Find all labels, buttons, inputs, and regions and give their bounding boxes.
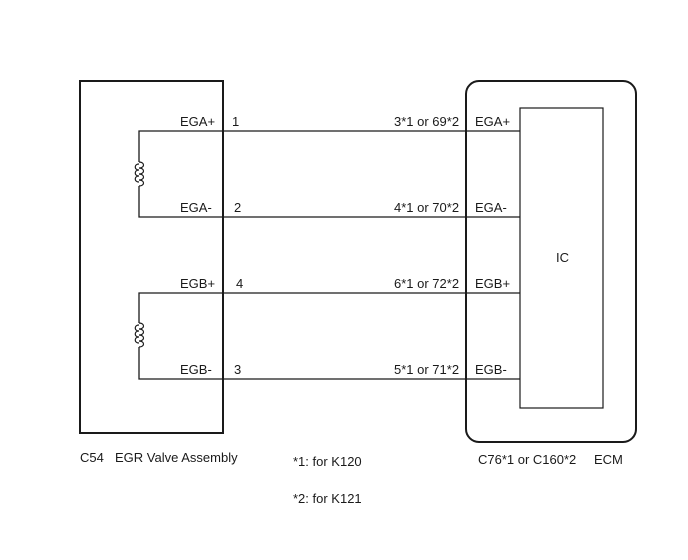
right-label-egb-minus: EGB- [475,362,507,377]
left-pin-3: 3 [234,362,241,377]
right-label-egb-plus: EGB+ [475,276,510,291]
ic-label: IC [556,250,569,265]
left-label-egb-minus: EGB- [180,362,212,377]
right-connector-code: C76*1 or C160*2 [478,452,576,467]
left-component-name: EGR Valve Assembly [115,450,238,465]
right-label-ega-plus: EGA+ [475,114,510,129]
right-label-ega-minus: EGA- [475,200,507,215]
coil-a-icon [133,161,145,187]
left-connector-code: C54 [80,450,104,465]
coil-b-icon [133,322,145,348]
right-pin-ega-minus: 4*1 or 70*2 [394,200,459,215]
left-label-ega-minus: EGA- [180,200,212,215]
left-pin-4: 4 [236,276,243,291]
right-pin-egb-plus: 6*1 or 72*2 [394,276,459,291]
footnote-1: *1: for K120 [293,454,362,469]
right-component-name: ECM [594,452,623,467]
left-pin-1: 1 [232,114,239,129]
right-pin-ega-plus: 3*1 or 69*2 [394,114,459,129]
right-pin-egb-minus: 5*1 or 71*2 [394,362,459,377]
left-label-egb-plus: EGB+ [180,276,215,291]
ic-block [519,107,604,409]
footnote-2: *2: for K121 [293,491,362,506]
egr-valve-assembly-box [79,80,224,434]
ecm-box [465,80,637,443]
left-label-ega-plus: EGA+ [180,114,215,129]
left-pin-2: 2 [234,200,241,215]
